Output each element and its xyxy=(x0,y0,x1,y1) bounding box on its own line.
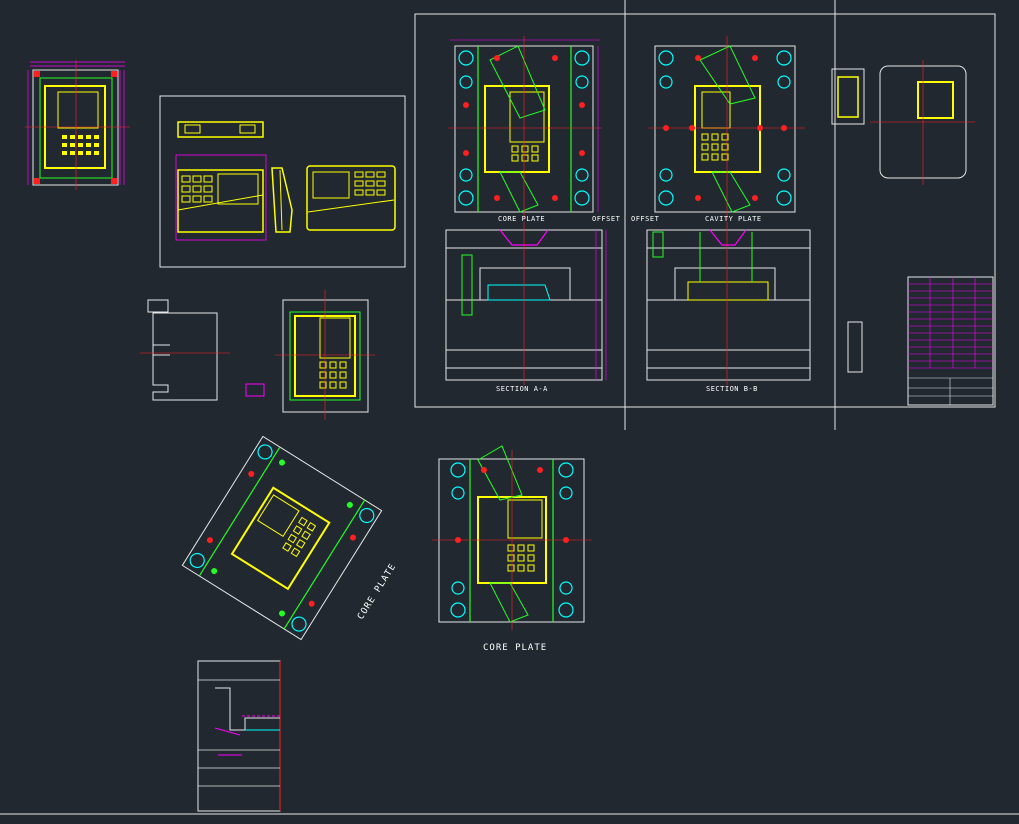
core-plate-plan-view: CORE PLATE OFFSET xyxy=(448,36,621,223)
section-b-b-view: SECTION B-B xyxy=(646,222,811,393)
sheet-frame xyxy=(414,0,996,430)
rotated-core-plate-label: CORE PLATE xyxy=(356,562,398,622)
section-detail-bottom-left xyxy=(197,660,281,812)
small-section-view xyxy=(140,299,265,401)
section-a-label: SECTION A-A xyxy=(496,385,548,393)
core-plate-bottom-label: CORE PLATE xyxy=(483,643,547,653)
product-views-panel xyxy=(159,95,406,268)
section-b-label: SECTION B-B xyxy=(706,385,758,393)
core-plate-label: CORE PLATE xyxy=(498,215,545,223)
title-block xyxy=(907,276,994,406)
offset-label-left: OFFSET xyxy=(631,215,660,223)
small-plan-view xyxy=(25,60,130,190)
cavity-plate-plan-view: OFFSET CAVITY PLATE xyxy=(631,36,805,223)
cavity-plate-label: CAVITY PLATE xyxy=(705,215,762,223)
section-a-a-view: SECTION A-A xyxy=(445,222,607,393)
core-insert-plan xyxy=(275,290,375,420)
offset-label-right: OFFSET xyxy=(592,215,621,223)
rotated-core-plate-view xyxy=(181,435,383,641)
core-plate-bottom-view: CORE PLATE xyxy=(432,445,592,653)
insert-detail-right xyxy=(831,60,975,373)
